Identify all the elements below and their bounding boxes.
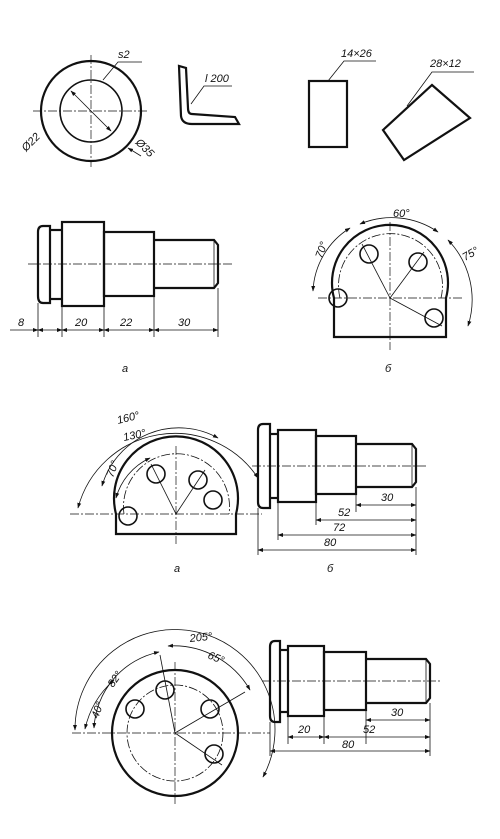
shaft-2a-dim-3: 22 <box>119 317 132 329</box>
washer-outer-diameter-label: Ø35 <box>132 136 157 161</box>
flange-2b-angle-2: 60° <box>393 208 410 220</box>
shaft-4-collar <box>268 639 282 724</box>
shaft-3b-collar <box>256 422 272 510</box>
flange-4-angle-4: 40° <box>90 700 107 720</box>
flange-4-angle-arc-2 <box>167 643 251 691</box>
flange-2b-hole-4 <box>424 308 444 328</box>
rect-section-2-size-label: 28×12 <box>429 58 461 70</box>
washer-drawing: s2 Ø22 Ø35 <box>19 49 157 167</box>
flange-3a-hole-3 <box>203 490 223 510</box>
flange-4-hole-3 <box>125 699 145 719</box>
shaft-2a-collar <box>36 224 52 305</box>
rect-section-1-drawing: 14×26 <box>307 48 376 149</box>
washer-thickness-label: s2 <box>118 49 130 61</box>
flange-3a-angle-arc-2 <box>101 427 219 487</box>
flange-3a-hole-4 <box>118 506 138 526</box>
shaft-2a-step-1 <box>60 220 106 308</box>
washer-outer-diameter-leader <box>127 147 142 157</box>
flange-3a-angle-2: 130° <box>122 427 147 444</box>
flange-2b-angle-1: 70° <box>314 240 331 260</box>
rect-section-1-outline <box>307 79 349 149</box>
flange-4-hole-1 <box>155 680 175 700</box>
washer-inner-diameter-line <box>70 90 112 132</box>
figure-3a-caption: a <box>174 563 180 575</box>
angle-profile-drawing: l 200 <box>177 64 241 126</box>
flange-2b-angle-3: 75° <box>461 245 482 264</box>
rect-section-1-leader <box>327 60 376 82</box>
shaft-3b-dim-4: 80 <box>324 537 337 549</box>
flange-4-angle-1: 205° <box>188 631 213 645</box>
shaft-3b-dim-3: 72 <box>333 522 345 534</box>
flange-2b-angle-arc-2 <box>359 217 439 233</box>
figure-2a-shaft-drawing: 8 20 22 30 a <box>10 220 232 375</box>
flange-3a-bolt-circle <box>123 453 230 515</box>
flange-3a-angle-arc-3 <box>115 457 151 499</box>
flange-3a-angle-1: 160° <box>116 410 142 427</box>
figure-2b-flange-drawing: 70° 60° 75° б <box>311 208 482 375</box>
figure-2b-caption: б <box>385 363 392 375</box>
shaft-3b-dim-1: 30 <box>381 492 394 504</box>
rect-section-1-size-label: 14×26 <box>341 48 373 60</box>
flange-4-hole-4 <box>204 744 224 764</box>
flange-2b-angle-arc-1 <box>311 227 351 292</box>
flange-4-angle-2: 65° <box>206 650 226 668</box>
shaft-3b-dim-2: 52 <box>338 507 350 519</box>
shaft-2a-dim-2: 20 <box>74 317 88 329</box>
figure-4-shaft-drawing: 30 20 52 80 <box>262 639 440 756</box>
figure-3b-shaft-drawing: 30 52 72 80 б <box>252 422 428 575</box>
angle-profile-length-label: l 200 <box>205 73 230 85</box>
figure-3b-caption: б <box>327 563 334 575</box>
shaft-4-dim-3: 52 <box>363 724 375 736</box>
flange-2b-hole-2 <box>408 252 428 272</box>
figure-4-flange-drawing: 205° 65° 82° 40° <box>72 629 276 804</box>
washer-thickness-leader <box>102 61 142 81</box>
flange-2b-hole-1 <box>359 244 379 264</box>
rect-section-2-outline <box>381 83 472 162</box>
shaft-2a-step-3 <box>154 238 220 290</box>
flange-3a-angle-3: 70° <box>105 459 122 479</box>
shaft-3b-step-3 <box>356 442 418 489</box>
shaft-2a-dim-4: 30 <box>178 317 191 329</box>
rect-section-2-leader <box>406 71 474 107</box>
flange-4-angle-3: 82° <box>106 669 126 690</box>
shaft-4-dim-4: 80 <box>342 739 355 751</box>
figure-2a-caption: a <box>122 363 128 375</box>
washer-inner-diameter-label: Ø22 <box>19 131 43 155</box>
figure-3a-flange-drawing: 160° 130° 70° a <box>70 410 262 575</box>
flange-4-angle-arc-4 <box>84 679 115 730</box>
shaft-4-dim-2: 20 <box>297 724 311 736</box>
shaft-4-dim-1: 30 <box>391 707 404 719</box>
shaft-2a-dim-1: 8 <box>18 317 25 329</box>
shaft-3b-step-2 <box>314 434 358 496</box>
flange-2b-angle-arc-3 <box>447 239 473 327</box>
flange-4-angle-arc-1 <box>73 629 276 778</box>
flange-4-hole-2 <box>200 699 220 719</box>
angle-profile-outline <box>177 64 241 126</box>
rect-section-2-drawing: 28×12 <box>381 58 474 162</box>
angle-profile-leader <box>190 85 232 105</box>
